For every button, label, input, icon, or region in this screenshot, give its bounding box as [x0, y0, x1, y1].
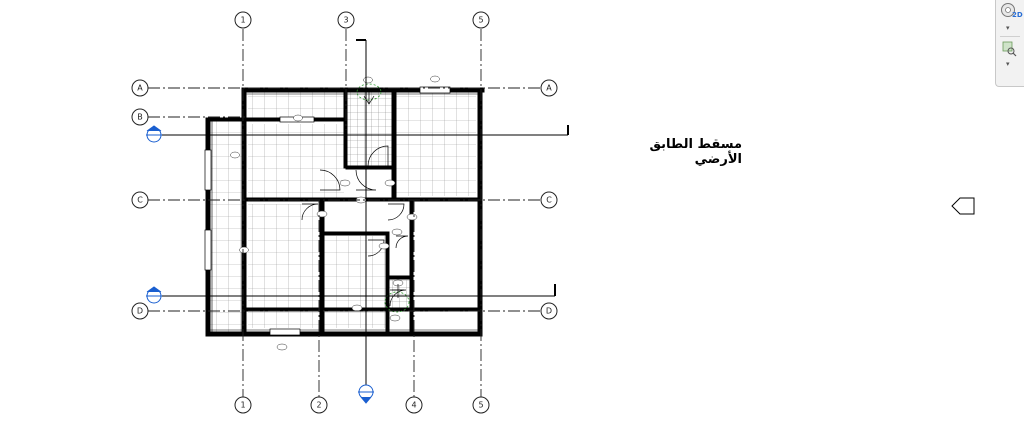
svg-text:C: C [137, 196, 143, 205]
svg-text:3: 3 [343, 16, 348, 25]
floor-hatching [208, 92, 476, 332]
svg-text:1: 1 [240, 401, 245, 410]
element-tags [230, 75, 440, 351]
elevation-marker-icon[interactable] [951, 197, 975, 215]
grid-head-bottom-2[interactable]: 2 [310, 396, 328, 414]
zoom-2d-badge: 2D [1012, 11, 1023, 19]
tag-marker [363, 76, 373, 84]
steering-wheel-dropdown[interactable]: ▾ [1006, 24, 1010, 32]
section-head[interactable] [146, 286, 162, 304]
svg-text:D: D [546, 307, 552, 316]
tag-marker [391, 228, 403, 236]
zoom-region-icon[interactable] [999, 40, 1021, 58]
section-head[interactable] [146, 125, 162, 143]
tag-marker [389, 314, 401, 322]
grid-head-top-1[interactable]: 1 [234, 11, 252, 29]
grid-head-left-C[interactable]: C [131, 191, 149, 209]
svg-text:A: A [546, 84, 552, 93]
navigation-bar: 2D ▾ ▾ [995, 0, 1024, 87]
grid-head-right-A[interactable]: A [540, 79, 558, 97]
tag-marker [351, 304, 363, 312]
section-head[interactable] [358, 384, 374, 404]
svg-text:5: 5 [478, 401, 483, 410]
grid-head-bottom-3[interactable]: 4 [405, 396, 423, 414]
grid-head-top-5[interactable]: 5 [472, 11, 490, 29]
tag-marker [406, 213, 418, 221]
tag-marker [430, 75, 440, 83]
grid-head-left-B[interactable]: B [131, 108, 149, 126]
grid-head-bottom-5[interactable]: 5 [472, 396, 490, 414]
doors [301, 145, 409, 307]
grid-lines [148, 29, 541, 397]
selection-markers [356, 83, 410, 313]
grid-head-right-C[interactable]: C [540, 191, 558, 209]
grid-head-left-D[interactable]: D [131, 302, 149, 320]
steering-wheel-icon[interactable]: 2D [999, 2, 1023, 20]
tag-marker [230, 151, 240, 159]
tag-marker [384, 179, 396, 187]
tag-marker [339, 179, 351, 187]
svg-text:B: B [137, 113, 143, 122]
grid-head-right-D[interactable]: D [540, 302, 558, 320]
svg-text:2: 2 [316, 401, 321, 410]
section-lines [154, 39, 569, 385]
tag-marker [239, 246, 249, 254]
zoom-dropdown[interactable]: ▾ [1006, 60, 1010, 68]
svg-text:5: 5 [478, 16, 483, 25]
svg-text:C: C [546, 196, 552, 205]
svg-text:4: 4 [411, 401, 416, 410]
svg-text:1: 1 [240, 16, 245, 25]
tag-marker [293, 114, 303, 122]
view-title: مسقط الطابق الأرضي [649, 137, 742, 167]
svg-text:A: A [137, 84, 143, 93]
grid-head-bottom-1[interactable]: 1 [234, 396, 252, 414]
svg-text:D: D [137, 307, 143, 316]
grid-head-left-A[interactable]: A [131, 79, 149, 97]
tag-marker [276, 343, 288, 351]
tag-marker [316, 210, 328, 218]
tag-marker [378, 242, 390, 250]
grid-head-top-3[interactable]: 3 [337, 11, 355, 29]
nav-separator [1000, 36, 1020, 37]
